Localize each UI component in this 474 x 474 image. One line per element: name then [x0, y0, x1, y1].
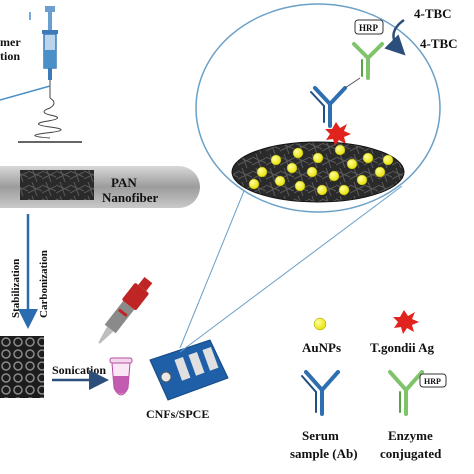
legend-enzyme-label-line2: conjugated: [380, 446, 442, 461]
electrospinning-syringe: [0, 6, 58, 101]
polymer-label-line2: tion: [0, 49, 20, 63]
carbonization-label: Carbonization: [38, 250, 50, 318]
legend-enzyme-label-line1: Enzyme: [388, 428, 433, 443]
electrospun-fiber-coil: [34, 97, 62, 139]
hrp-tag: [354, 19, 384, 35]
polymer-label-line1: mer: [0, 35, 21, 49]
tgondii-antigen: [325, 122, 351, 146]
pan-label-line1: PAN: [111, 175, 137, 190]
pan-sem-image: [20, 170, 94, 200]
legend-serum-label-line2: sample (Ab): [290, 446, 358, 461]
tbc-right-label: 4-TBC: [420, 36, 458, 51]
serum-antibody-bound: [310, 86, 347, 128]
legend-serum-label-line1: Serum: [302, 428, 339, 443]
legend-hrp-label: HRP: [424, 377, 441, 386]
hrp-tag-label: HRP: [359, 23, 379, 33]
legend-enzyme-antibody-icon: [388, 370, 424, 416]
pan-nanofiber-bar: [0, 166, 200, 208]
pipette: [98, 276, 153, 344]
legend-antigen-label: T.gondii Ag: [370, 340, 435, 355]
screen-printed-electrode: [149, 339, 229, 401]
reaction-arrow: [384, 18, 406, 56]
eppendorf-tube: [109, 357, 133, 396]
electrode-label: CNFs/SPCE: [146, 407, 209, 421]
legend-antigen-icon: [393, 310, 419, 334]
zoom-lines: [179, 185, 403, 353]
legend: AuNPs T.gondii Ag Serum sample (Ab) HRP …: [290, 310, 447, 461]
antibody-link: [344, 77, 361, 89]
stabilization-label: Stabilization: [10, 259, 22, 318]
cnf-sem-image: [0, 336, 44, 398]
aunp-particles: [248, 144, 394, 196]
tbc-top-label: 4-TBC: [414, 6, 452, 21]
legend-aunps-label: AuNPs: [302, 340, 341, 355]
pan-label-line2: Nanofiber: [102, 190, 159, 205]
enzyme-antibody-bound: [352, 42, 384, 80]
legend-serum-antibody-icon: [301, 370, 340, 416]
sonication-label: Sonication: [52, 363, 106, 377]
legend-aunp-icon: [313, 317, 327, 331]
legend-hrp-tag: [419, 373, 447, 388]
